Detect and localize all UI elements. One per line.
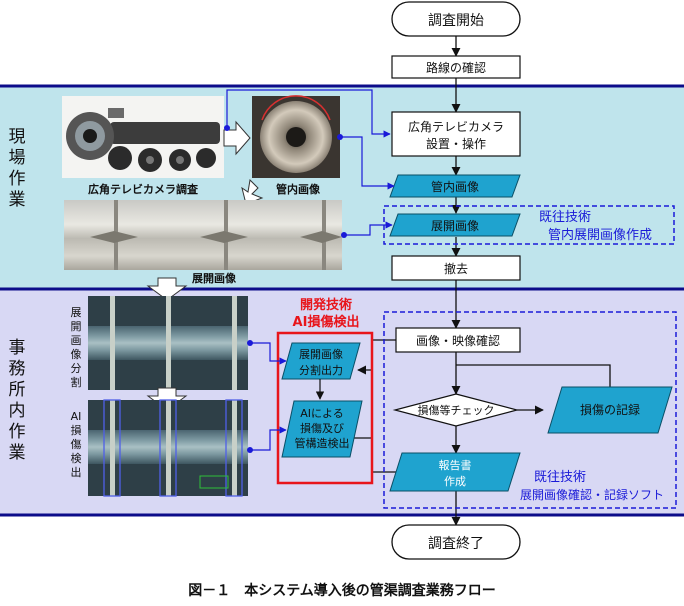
existing-tech-2-frame — [383, 311, 677, 509]
camera-robot-photo — [62, 96, 224, 178]
ai-label-char: AI — [71, 410, 82, 423]
start-terminator — [391, 1, 521, 37]
damage-check-label: 損傷等チェック — [418, 403, 495, 417]
ai-image-label: AI 損 傷 検 出 — [71, 410, 82, 479]
split-label-char: 開 — [71, 320, 82, 333]
dev-tech-title-1: 開発技術 — [300, 297, 352, 313]
existing-tech-1-line2: 管内展開画像作成 — [548, 227, 652, 243]
report-label-1: 報告書 — [439, 458, 472, 472]
ai-label-char: 損 — [71, 423, 82, 437]
office-work-char: 作 — [9, 422, 26, 442]
existing-tech-2-line2: 展開画像確認・記録ソフト — [520, 487, 664, 502]
pipe-image-label: 管内画像 — [431, 179, 479, 194]
damage-check-decision — [392, 393, 520, 427]
office-work-char: 所 — [9, 380, 26, 400]
start-label: 調査開始 — [428, 13, 484, 29]
field-work-char: 現 — [9, 127, 26, 147]
dev-tech-frame — [276, 331, 374, 485]
split-image-label: 展 開 画 像 分 割 — [71, 306, 82, 389]
ai-label-char: 検 — [71, 451, 82, 465]
developed-image-data — [389, 213, 521, 237]
office-work-char: 業 — [9, 443, 26, 463]
pipe-interior-photo — [252, 95, 340, 178]
office-work-label: 事 務 所 内 作 業 — [9, 338, 26, 463]
ai-label-char: 傷 — [71, 437, 82, 451]
ai-detection-label-2: 損傷及び — [300, 421, 344, 435]
split-label-char: 分 — [71, 362, 82, 375]
connector-dot — [247, 340, 253, 346]
ai-detection-label-1: AIによる — [300, 407, 343, 420]
field-work-char: 作 — [9, 169, 26, 189]
field-work-char: 業 — [9, 190, 26, 210]
route-check-label: 路線の確認 — [426, 60, 486, 75]
split-label-char: 展 — [71, 306, 82, 319]
photo-connectors — [226, 89, 395, 236]
office-work-char: 務 — [9, 359, 26, 379]
existing-tech-1-line1: 既往技術 — [539, 210, 591, 225]
arrow-camera-to-pipe — [223, 120, 251, 156]
connector-dot — [337, 134, 343, 140]
split-label-char: 像 — [71, 348, 82, 361]
office-work-char: 事 — [9, 338, 26, 358]
withdraw-label: 撤去 — [444, 261, 468, 276]
image-video-check-label: 画像・映像確認 — [416, 333, 500, 348]
pipe-photo-caption: 管内画像 — [276, 182, 321, 196]
field-work-label: 現 場 作 業 — [9, 127, 26, 210]
end-terminator — [391, 524, 521, 560]
camera-photo-caption: 広角テレビカメラ調査 — [88, 182, 198, 196]
image-video-check-box — [395, 327, 521, 353]
ai-label-char: 出 — [71, 465, 82, 479]
damage-record-data — [547, 386, 673, 434]
split-developed-image — [88, 296, 248, 390]
developed-pipe-strip — [64, 200, 342, 270]
damage-record-label: 損傷の記録 — [580, 402, 640, 417]
ai-detection-data — [281, 400, 363, 458]
camera-setup-label-2: 設置・操作 — [426, 136, 486, 151]
end-label: 調査終了 — [428, 536, 484, 552]
route-check-box — [391, 55, 521, 79]
developed-image-label: 展開画像 — [431, 219, 479, 233]
office-photo-connectors — [250, 342, 287, 451]
arrow-developed-to-split — [146, 277, 188, 301]
withdraw-box — [391, 255, 521, 281]
camera-setup-box — [391, 111, 521, 157]
connector-dot — [247, 447, 253, 453]
connector-dot — [224, 125, 230, 131]
office-work-char: 内 — [9, 401, 26, 421]
split-label-char: 割 — [71, 375, 82, 389]
figure-caption: 図－１ 本システム導入後の管渠調査業務フロー — [188, 582, 496, 599]
split-output-data — [281, 342, 361, 380]
camera-setup-label-1: 広角テレビカメラ — [408, 120, 504, 134]
split-output-label-1: 展開画像 — [299, 348, 343, 361]
ai-detection-image — [88, 399, 248, 497]
report-data — [389, 452, 521, 492]
existing-tech-2-line1: 既往技術 — [534, 470, 586, 485]
connector-dot — [341, 232, 347, 238]
dev-tech-title-2: AI損傷検出 — [293, 314, 360, 330]
split-label-char: 画 — [71, 334, 82, 347]
developed-strip-caption: 展開画像 — [191, 271, 237, 285]
report-label-2: 作成 — [444, 475, 466, 488]
field-work-char: 場 — [9, 148, 26, 168]
pipe-image-data — [389, 174, 521, 198]
split-output-label-2: 分割出力 — [299, 363, 343, 377]
ai-detection-label-3: 管構造検出 — [295, 436, 350, 450]
